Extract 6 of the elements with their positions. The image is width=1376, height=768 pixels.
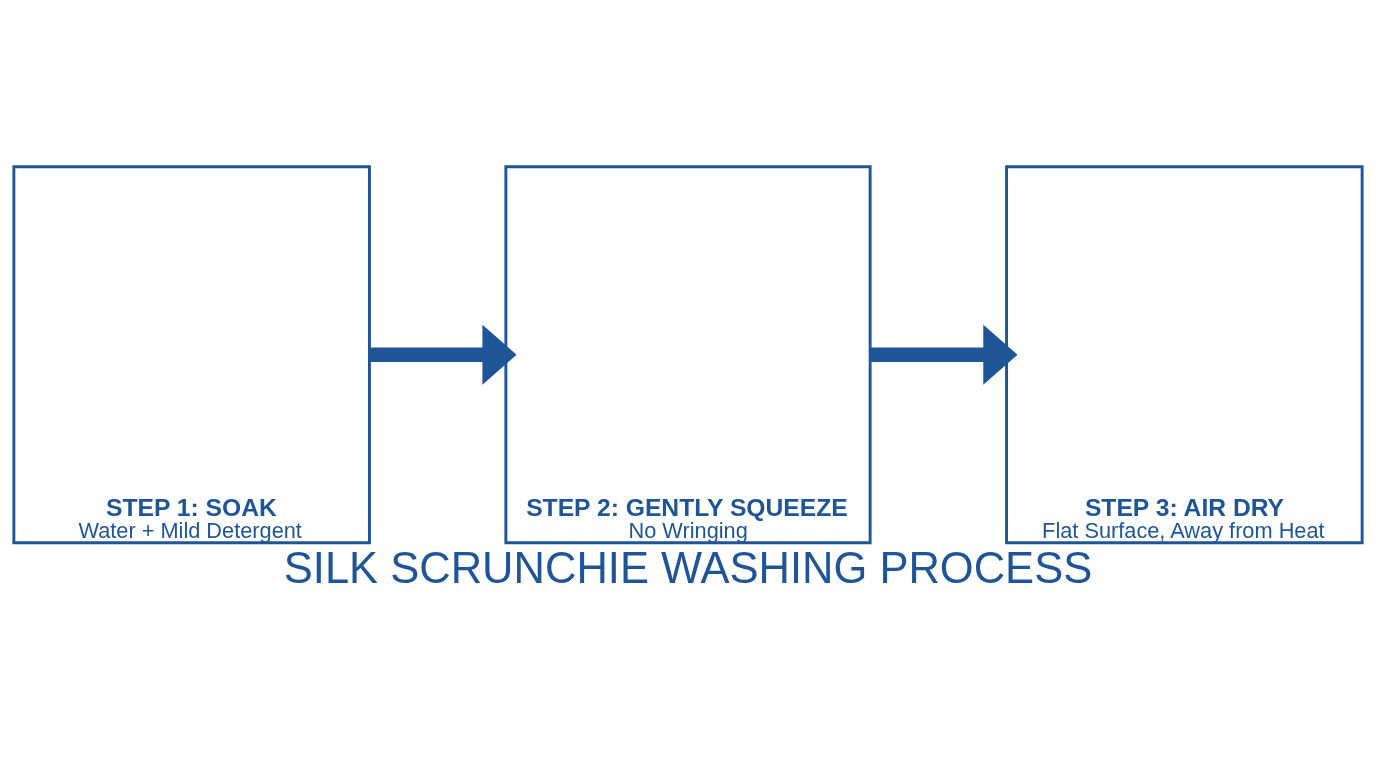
arrow	[369, 324, 517, 385]
arrow	[870, 324, 1018, 385]
node-box: STEP 2: GENTLY SQUEEZE No Wringing	[504, 164, 872, 544]
node-box: STEP 1: SOAK Water + Mild Detergent	[12, 164, 371, 544]
node-box: STEP 3: AIR DRY Flat Surface, Away from Heat	[1005, 164, 1364, 544]
diagram-title: SILK SCRUNCHIE WASHING PROCESS	[283, 543, 1093, 592]
